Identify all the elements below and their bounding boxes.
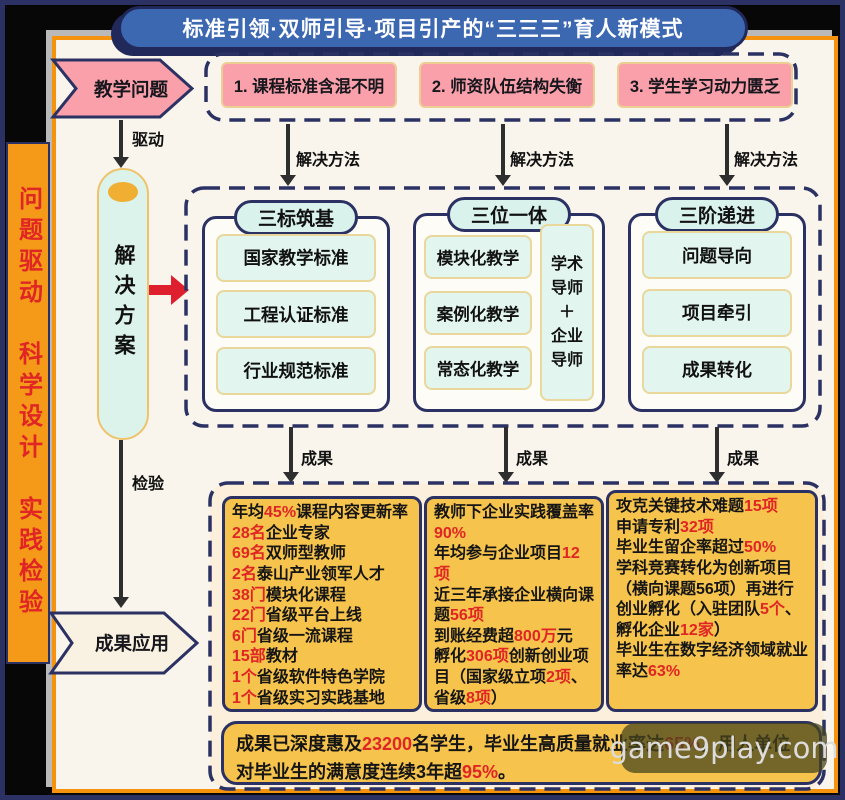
result-line: 15部教材 <box>232 648 298 666</box>
result-line: 22门省级平台上线 <box>232 607 362 625</box>
solve-method-label: 解决方法 <box>296 152 361 169</box>
result-line: 毕业生在数字经济领域就业率达63% <box>616 642 809 680</box>
solution-pill-label: 解决方案 <box>112 244 135 364</box>
slogan-sidebar: 问题驱动 科学设计 实践检验 <box>6 142 50 664</box>
solution-item: 案例化教学 <box>424 290 532 335</box>
result-line: 孵化306项创新创业项目（国家级立项2项、省级8项） <box>434 648 589 707</box>
solution-item: 模块化教学 <box>424 235 532 280</box>
results-column-courses: 年均45%课程内容更新率 28名企业专家 69名双师型教师 2名泰山产业领军人才 38门… <box>222 496 422 712</box>
down-arrow-icon <box>119 440 123 598</box>
result-line: 28名企业专家 <box>232 524 330 542</box>
result-line: 年均参与企业项目12项 <box>434 545 580 583</box>
teaching-problem-label: 教学问题 <box>93 78 168 100</box>
problems-box <box>204 52 798 122</box>
solution-item: 成果转化 <box>642 345 792 394</box>
down-arrow-icon <box>501 124 505 176</box>
result-line: 攻克关键技术难题15项 <box>616 498 778 515</box>
column-header: 三标筑基 <box>233 200 359 235</box>
column-items: 问题导向 项目牵引 成果转化 <box>642 222 792 403</box>
problem-item: 2. 师资队伍结构失衡 <box>419 62 595 108</box>
problem-item: 3. 学生学习动力匮乏 <box>617 62 793 108</box>
mentor-side-box: 学术 导师 ＋ 企业 导师 <box>540 224 594 401</box>
teaching-problem-chevron: 教学问题 <box>50 57 196 120</box>
problem-item: 1. 课程标准含混不明 <box>221 62 397 108</box>
result-line: 38门模块化课程 <box>232 586 346 604</box>
results-arrow-label: 成果 <box>727 451 760 468</box>
solve-method-label: 解决方法 <box>734 152 799 169</box>
down-arrow-icon <box>286 124 290 176</box>
result-apply-label: 成果应用 <box>94 633 169 654</box>
result-line: 1个省级软件特色学院 <box>232 669 385 686</box>
result-line: 教师下企业实践覆盖率90% <box>434 504 595 542</box>
problems-row: 1. 课程标准含混不明 2. 师资队伍结构失衡 3. 学生学习动力匮乏 <box>221 62 793 108</box>
result-line: 69名双师型教师 <box>232 545 346 563</box>
chevron-shape-icon <box>48 611 200 675</box>
result-apply-chevron: 成果应用 <box>48 610 200 676</box>
solution-column-progression: 三阶递进 问题导向 项目牵引 成果转化 <box>628 197 806 412</box>
pill-dot-icon <box>108 182 138 202</box>
solution-item: 行业规范标准 <box>216 346 376 395</box>
results-column-graduates: 攻克关键技术难题15项申请专利32项毕业生留企率超过50% 学科竞赛转化为创新项目… <box>606 490 818 712</box>
red-arrow-icon <box>149 272 191 313</box>
solutions-box <box>184 186 822 428</box>
solution-item: 国家教学标准 <box>216 233 376 282</box>
solution-item: 问题导向 <box>642 231 792 280</box>
down-arrow-icon <box>715 427 719 473</box>
watermark: game9play.com <box>609 723 839 773</box>
result-line: 年均45%课程内容更新率 <box>232 504 409 521</box>
down-arrow-icon <box>119 120 123 158</box>
check-label: 检验 <box>132 476 165 493</box>
chevron-shape-icon <box>50 58 195 119</box>
result-line: 申请专利32项 <box>616 518 714 536</box>
column-items: 国家教学标准 工程认证标准 行业规范标准 <box>216 225 376 403</box>
result-line: 学科竞赛转化为创新项目（横向课题56项）再进行创业孵化（入驻团队5个、孵化企业1… <box>616 559 801 639</box>
result-line: 1个省级实习实践基地 <box>232 689 385 707</box>
solution-item: 常态化教学 <box>424 345 532 390</box>
page-title: 标准引领·双师引导·项目引产的“三三三”育人新模式 <box>118 6 748 50</box>
teaching-modes: 模块化教学 案例化教学 常态化教学 <box>424 224 532 401</box>
down-arrow-icon <box>725 124 729 176</box>
solution-pill: 解决方案 <box>97 168 149 440</box>
solution-column-trinity: 三位一体 模块化教学 案例化教学 常态化教学 学术 导师 ＋ 企业 导师 <box>413 197 605 412</box>
result-line: 毕业生留企率超过50% <box>616 539 777 557</box>
solution-item: 项目牵引 <box>642 288 792 337</box>
down-arrow-icon <box>289 427 293 473</box>
result-line: 6门省级一流课程 <box>232 627 353 645</box>
column-header: 三阶递进 <box>654 197 780 232</box>
down-arrow-icon <box>504 427 508 473</box>
result-line: 2名泰山产业领军人才 <box>232 565 385 583</box>
results-column-enterprise: 教师下企业实践覆盖率90%年均参与企业项目12项近三年承接企业横向课题56项到账… <box>424 496 604 712</box>
result-line: 近三年承接企业横向课题56项 <box>434 586 595 625</box>
results-arrow-label: 成果 <box>516 451 549 468</box>
solution-column-standards: 三标筑基 国家教学标准 工程认证标准 行业规范标准 <box>202 200 390 412</box>
column-items: 模块化教学 案例化教学 常态化教学 学术 导师 ＋ 企业 导师 <box>424 224 594 401</box>
result-line: 到账经费超800万元 <box>434 627 573 645</box>
solve-method-label: 解决方法 <box>510 152 575 169</box>
drive-label: 驱动 <box>132 132 165 149</box>
solution-item: 工程认证标准 <box>216 290 376 338</box>
results-arrow-label: 成果 <box>301 451 334 468</box>
